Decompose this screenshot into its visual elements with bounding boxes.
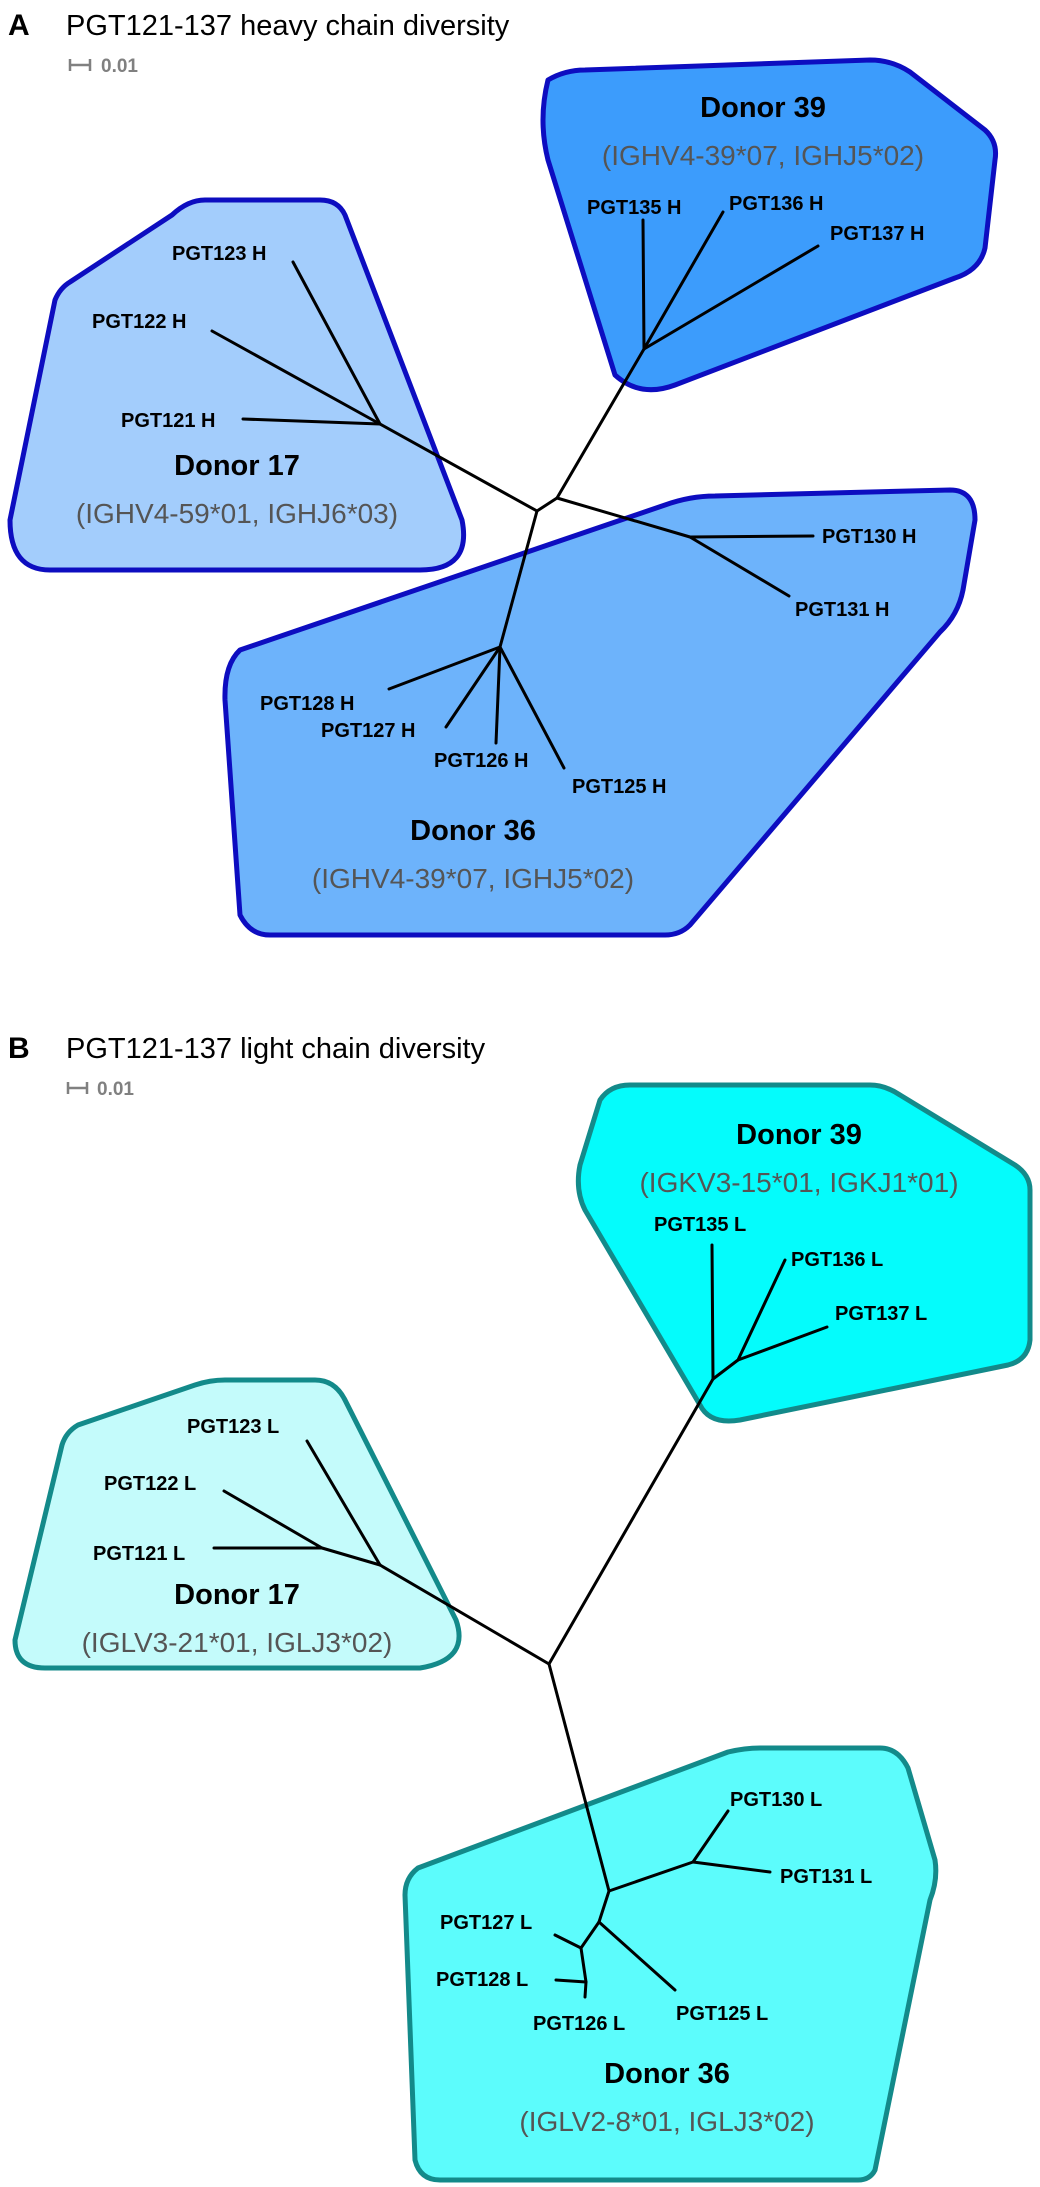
leaf-label: PGT128 L [436,1969,528,1991]
donor-17-label: Donor 17 [174,450,300,482]
branch [736,1325,829,1362]
branch [498,645,566,770]
heavy-donor39-hull [540,57,998,393]
branch [688,535,791,598]
leaf-label: PGT125 H [572,776,666,798]
donor-17-genes: (IGHV4-59*01, IGHJ6*03) [76,498,398,529]
branch [547,1377,715,1666]
heavy-chain-tree [210,210,820,770]
branch [210,329,382,426]
panel-b: B PGT121-137 light chain diversity 0.01 [8,1032,1033,2183]
branch [535,496,559,513]
leaf-label: PGT123 L [187,1416,279,1438]
leaf-label: PGT136 H [729,193,823,215]
scale-bar-icon [68,59,92,71]
branch [579,1946,588,1984]
leaf-label: PGT125 L [676,2003,768,2025]
branch [583,1980,588,1999]
panel-a-title: PGT121-137 heavy chain diversity [66,10,510,42]
branch [387,645,502,691]
branch [378,1563,551,1666]
leaf-label: PGT127 L [440,1912,532,1934]
branch [710,1243,715,1381]
leaf-label: PGT135 L [654,1214,746,1236]
leaf-label: PGT121 H [121,410,215,432]
donor-39-label: Donor 39 [736,1119,862,1151]
leaf-label: PGT130 L [730,1789,822,1811]
branch [494,645,502,745]
donor-36-genes: (IGHV4-39*07, IGHJ5*02) [312,863,634,894]
heavy-donor36-hull [222,487,978,938]
branch [320,1546,382,1567]
branch [597,1920,677,1992]
leaf-label: PGT137 H [830,223,924,245]
leaf-label: PGT130 H [822,526,916,548]
leaf-label: PGT122 H [92,311,186,333]
branch [291,260,382,426]
leaf-label: PGT122 L [104,1473,196,1495]
leaf-label: PGT126 H [434,750,528,772]
donor-36-genes: (IGLV2-8*01, IGLJ3*02) [519,2106,814,2137]
leaf-label: PGT127 H [321,720,415,742]
light-donor36-hull [402,1745,939,2183]
branch [553,1933,583,1950]
branch [305,1439,382,1567]
panel-a: A PGT121-137 heavy chain diversity 0.01 [7,9,998,938]
leaf-label: PGT121 L [93,1543,185,1565]
branch [554,1978,588,1984]
panel-b-scale-bar: 0.01 [66,1079,134,1100]
branch [641,218,646,351]
branch [579,1920,601,1950]
panel-a-scale-bar: 0.01 [68,56,138,77]
donor-17-genes: (IGLV3-21*01, IGLJ3*02) [82,1627,393,1658]
branch [691,1860,772,1874]
branch [547,1662,611,1893]
branch [378,422,539,513]
light-chain-tree [212,1243,829,1999]
branch [642,244,820,351]
light-donor39-hull [575,1082,1033,1424]
donor-39-genes: (IGKV3-15*01, IGKJ1*01) [639,1167,958,1198]
scale-bar-icon [66,1082,89,1094]
leaf-label: PGT131 L [780,1866,872,1888]
branch [691,1809,730,1864]
panel-b-title: PGT121-137 light chain diversity [66,1033,486,1065]
light-donor17-hull [12,1377,462,1671]
leaf-label: PGT136 L [791,1249,883,1271]
branch [498,509,539,649]
branch [607,1860,695,1893]
panel-a-scale-label: 0.01 [101,56,138,77]
panel-b-letter: B [8,1032,30,1065]
branch [444,645,502,729]
branch [222,1489,324,1550]
heavy-donor17-hull [7,197,467,573]
leaf-label: PGT123 H [172,243,266,265]
branch [711,1358,740,1381]
donor-39-genes: (IGHV4-39*07, IGHJ5*02) [602,140,924,171]
panel-b-scale-label: 0.01 [97,1079,134,1100]
leaf-label: PGT135 H [587,197,681,219]
donor-36-label: Donor 36 [604,2058,730,2090]
branch [736,1258,787,1362]
leaf-label: PGT128 H [260,693,354,715]
branch [241,417,382,426]
branch [555,496,692,539]
branch [642,210,725,351]
branch [688,534,815,539]
donor-36-label: Donor 36 [410,815,536,847]
leaf-label: PGT137 L [835,1303,927,1325]
donor-39-label: Donor 39 [700,92,826,124]
donor-17-label: Donor 17 [174,1579,300,1611]
branch [555,347,646,500]
leaf-label: PGT126 L [533,2013,625,2035]
leaf-label: PGT131 H [795,599,889,621]
branch [597,1889,611,1924]
panel-a-letter: A [8,9,30,42]
